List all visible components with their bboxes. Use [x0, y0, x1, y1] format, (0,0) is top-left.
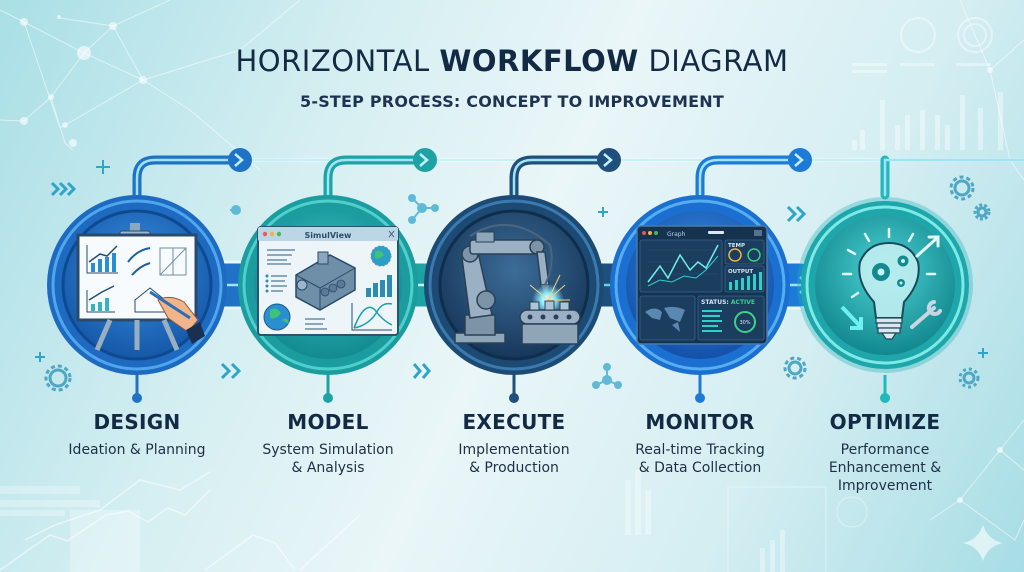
step-title: DESIGN [93, 410, 181, 434]
step-description: Real-time Tracking & Data Collection [635, 442, 765, 476]
plus-decorations [35, 160, 988, 362]
gauge-value: 30% [739, 320, 750, 326]
svg-text:STATUS: ACTIVE: STATUS: ACTIVE [701, 299, 755, 306]
status-value: ACTIVE [731, 299, 755, 306]
step-model-node[interactable] [238, 195, 418, 375]
step-title: MONITOR [645, 410, 755, 434]
monitor-circle-graphic: Graph TEMP OUTPUT STATUS: ACTIVE 30% [610, 195, 790, 375]
step-description: System Simulation & Analysis [262, 442, 394, 476]
step-execute-label: EXECUTE Implementation & Production [419, 408, 609, 477]
step-description: Performance Enhancement & Improvement [828, 442, 942, 494]
chevron-decorations [50, 181, 807, 380]
title-part-1: HORIZONTAL [235, 44, 440, 78]
step-title: MODEL [287, 410, 369, 434]
status-label: STATUS: [701, 299, 729, 306]
step-model-label: MODEL System Simulation & Analysis [233, 408, 423, 477]
model-circle-graphic: SimulView [238, 195, 418, 375]
step-title: EXECUTE [462, 410, 566, 434]
step-optimize-label: OPTIMIZE Performance Enhancement & Impro… [790, 408, 980, 495]
step-title: OPTIMIZE [829, 410, 941, 434]
title-bold-part: WORKFLOW [439, 44, 639, 78]
page-title: HORIZONTAL WORKFLOW DIAGRAM [0, 44, 1024, 78]
node-decorations [230, 194, 622, 389]
step-description: Ideation & Planning [68, 442, 206, 458]
step-design-node[interactable] [47, 195, 227, 375]
execute-circle-graphic [424, 195, 604, 375]
step-description: Implementation & Production [458, 442, 570, 476]
step-monitor-node[interactable] [610, 195, 790, 375]
output-label: OUTPUT [728, 269, 753, 275]
dashboard-window-title: Graph [667, 231, 686, 238]
temp-label: TEMP [728, 243, 745, 249]
design-circle-graphic [47, 195, 227, 375]
top-arrow-nodes [228, 148, 812, 172]
step-optimize-node[interactable] [797, 197, 973, 373]
step-execute-node[interactable] [424, 195, 604, 375]
page-subtitle: 5-STEP PROCESS: CONCEPT TO IMPROVEMENT [300, 92, 724, 111]
optimize-circle-graphic [797, 197, 973, 373]
gear-decorations [44, 175, 991, 392]
simulview-window-title: SimulView [305, 231, 352, 240]
title-part-2: DIAGRAM [638, 44, 789, 78]
step-design-label: DESIGN Ideation & Planning [42, 408, 232, 459]
step-monitor-label: MONITOR Real-time Tracking & Data Collec… [605, 408, 795, 477]
